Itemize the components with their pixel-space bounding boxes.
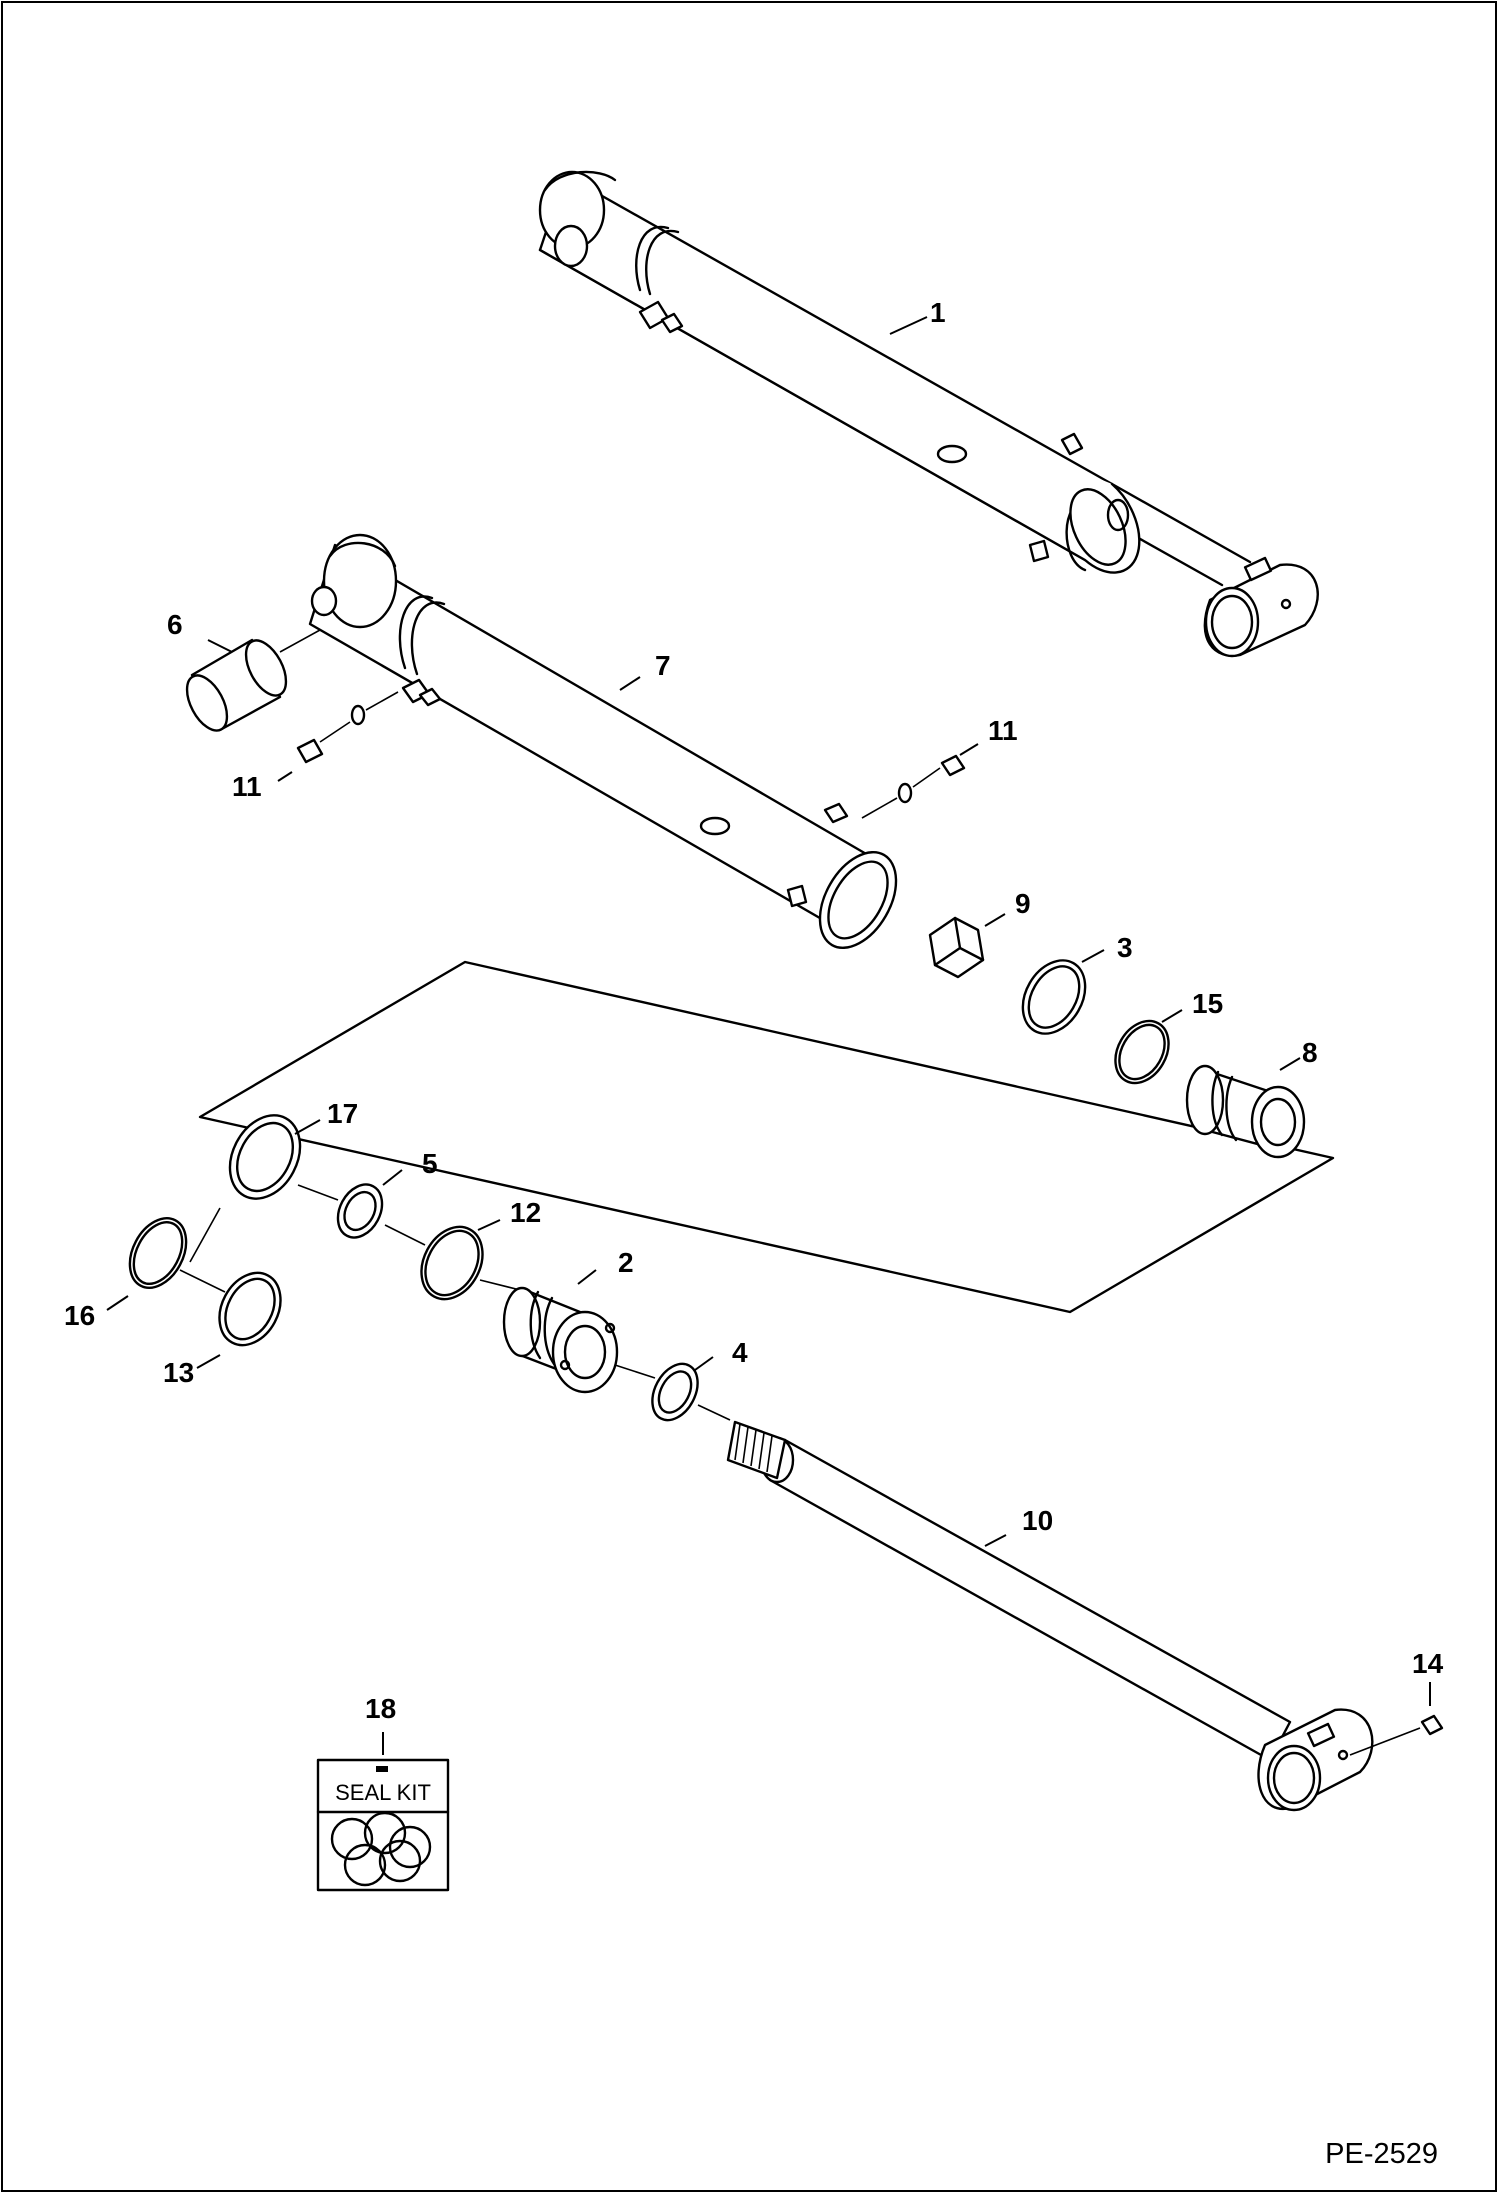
seal-kit-part-18: SEAL KIT: [316, 1732, 450, 1892]
ring-part-13: [218, 1271, 282, 1347]
callout-9: 9: [1015, 888, 1031, 919]
ring-part-3: [1021, 959, 1087, 1035]
callout-4: 4: [732, 1337, 748, 1368]
grease-fitting-part-14: [1349, 1714, 1444, 1756]
seal-kit-label: SEAL KIT: [335, 1780, 431, 1805]
ring-part-15: [1114, 1019, 1170, 1085]
callout-10: 10: [1022, 1505, 1053, 1536]
callout-14: 14: [1412, 1648, 1444, 1679]
callout-15: 15: [1192, 988, 1223, 1019]
callout-1: 1: [930, 297, 946, 328]
callout-5: 5: [422, 1148, 438, 1179]
seal-part-5: [336, 1183, 384, 1239]
fitting-part-11-left: [296, 691, 399, 764]
rod-part-10: [726, 1420, 1374, 1812]
callout-16: 16: [64, 1300, 95, 1331]
callout-12: 12: [510, 1197, 541, 1228]
wiper-part-4: [651, 1362, 699, 1422]
callout-7: 7: [655, 650, 671, 681]
head-part-2: [502, 1286, 619, 1394]
callout-11b: 11: [988, 715, 1018, 746]
callout-13: 13: [163, 1357, 194, 1388]
seal-part-17: [228, 1114, 302, 1200]
fitting-part-11-right: [861, 754, 966, 819]
ring-part-12: [420, 1225, 484, 1301]
leader-lines: [106, 316, 1431, 1706]
ring-part-16: [128, 1217, 188, 1289]
callout-17: 17: [327, 1098, 358, 1129]
seal-group-outline: [198, 960, 1335, 1314]
barrel-part-7: [308, 533, 898, 949]
callout-18: 18: [365, 1693, 396, 1724]
nut-part-9: [928, 916, 985, 979]
callout-6: 6: [167, 609, 183, 640]
cylinder-assembly-part-1: [538, 170, 1319, 658]
callout-3: 3: [1117, 932, 1133, 963]
drawing-code: PE-2529: [1325, 2138, 1438, 2170]
callout-8: 8: [1302, 1037, 1318, 1068]
callout-2: 2: [618, 1247, 634, 1278]
callout-11a: 11: [232, 771, 262, 802]
piston-part-8: [1185, 1064, 1306, 1159]
bushing-part-6: [185, 629, 321, 732]
